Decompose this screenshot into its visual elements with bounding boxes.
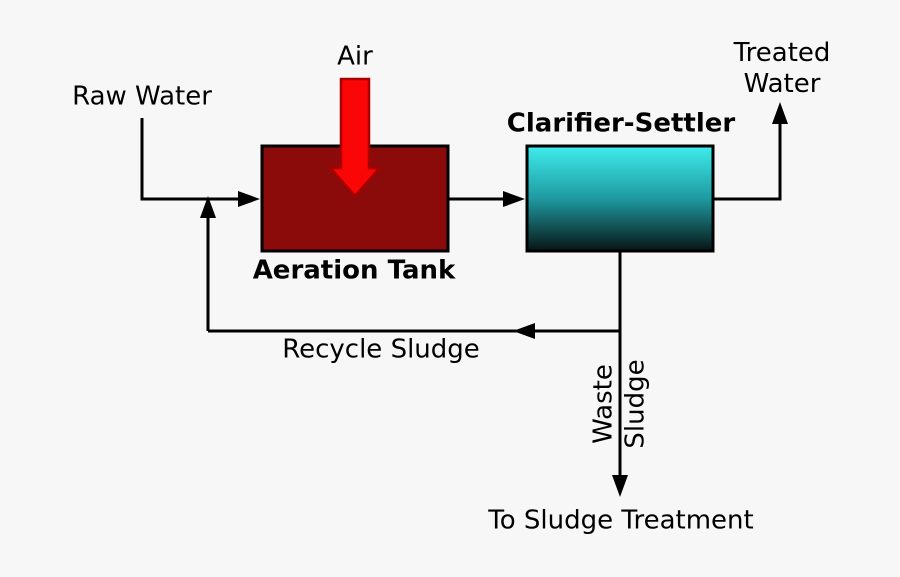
air-label: Air [337,41,373,72]
recycle-sludge-label: Recycle Sludge [282,334,480,365]
treated-water-arrowhead [772,102,788,124]
clarifier-settler-box [525,144,715,253]
recycle-up-arrowhead [200,196,216,218]
clarifier-settler-label: Clarifier-Settler [506,108,736,139]
sludge-label: Sludge [620,359,651,449]
treated-water-label: Treated Water [733,37,831,99]
treated-water-line [713,122,782,201]
waste-label: Waste [588,364,619,444]
raw-water-line [140,118,240,201]
waste-sludge-arrowhead [612,475,628,497]
air-down-arrow [327,77,383,198]
recycle-sludge-arrowhead [513,323,535,339]
raw-water-arrowhead [238,191,260,207]
to-sludge-treatment-label: To Sludge Treatment [488,505,754,536]
raw-water-label: Raw Water [72,81,212,112]
aeration-tank-label: Aeration Tank [252,255,456,286]
tank-to-clarifier-arrowhead [503,191,525,207]
